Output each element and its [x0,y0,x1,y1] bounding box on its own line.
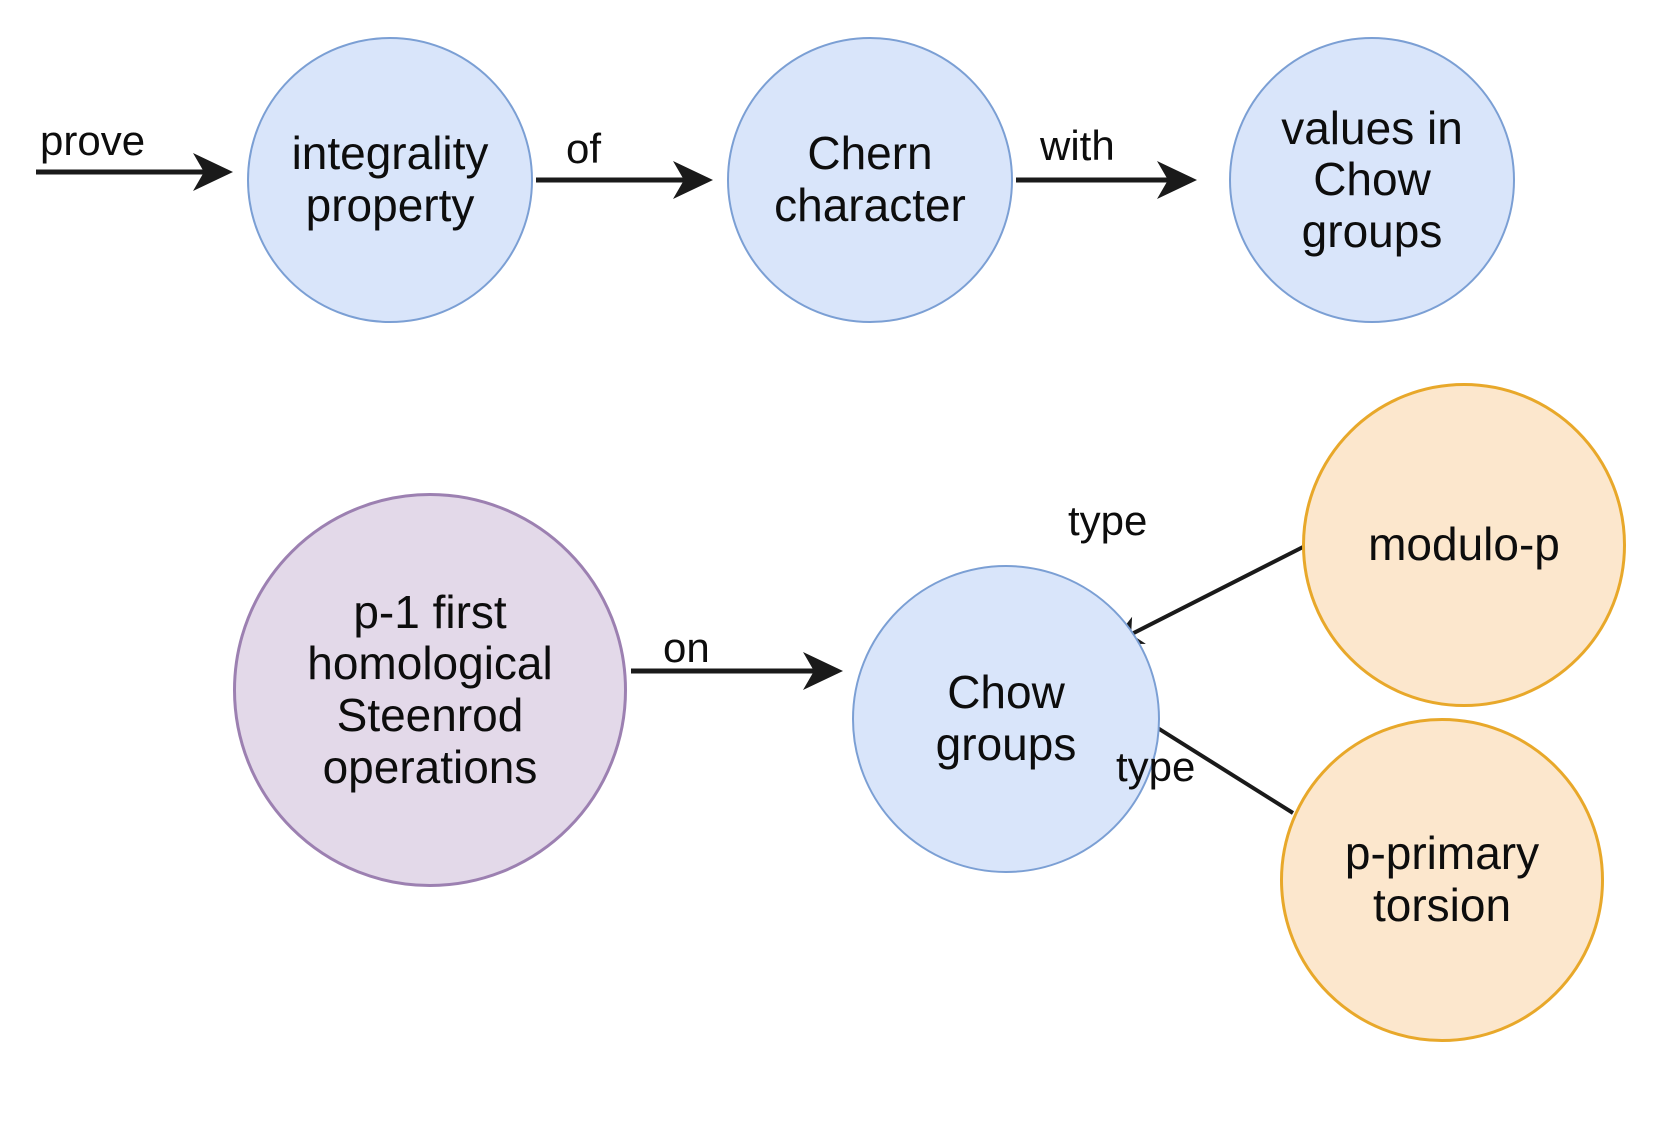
edge-label-of: of [566,125,602,172]
node-chern-character[interactable]: Chern character [727,37,1013,323]
node-label: Chern character [774,127,966,231]
edge-label-type-p-primary: type [1116,743,1196,790]
node-integrality-property[interactable]: integrality property [247,37,533,323]
node-label: p-primary torsion [1344,827,1540,931]
node-label: Chow groups [935,666,1077,770]
node-p-primary-torsion[interactable]: p-primary torsion [1280,718,1604,1042]
node-label: values in Chow groups [1281,101,1463,257]
node-label: integrality property [291,127,489,231]
edge-label-prove: prove [40,117,146,164]
edge-type-modulo-p-line [1110,543,1308,645]
node-label: p-1 first homological Steenrod operation… [307,585,553,793]
node-label: modulo-p [1368,518,1560,571]
edge-label-type-modulo-p: type [1068,497,1148,544]
node-values-in-chow-groups[interactable]: values in Chow groups [1229,37,1515,323]
edge-label-with: with [1040,122,1115,169]
node-steenrod-operations[interactable]: p-1 first homological Steenrod operation… [233,493,627,887]
edge-label-on: on [663,624,710,671]
node-chow-groups[interactable]: Chow groups [852,565,1160,873]
node-modulo-p[interactable]: modulo-p [1302,383,1626,707]
